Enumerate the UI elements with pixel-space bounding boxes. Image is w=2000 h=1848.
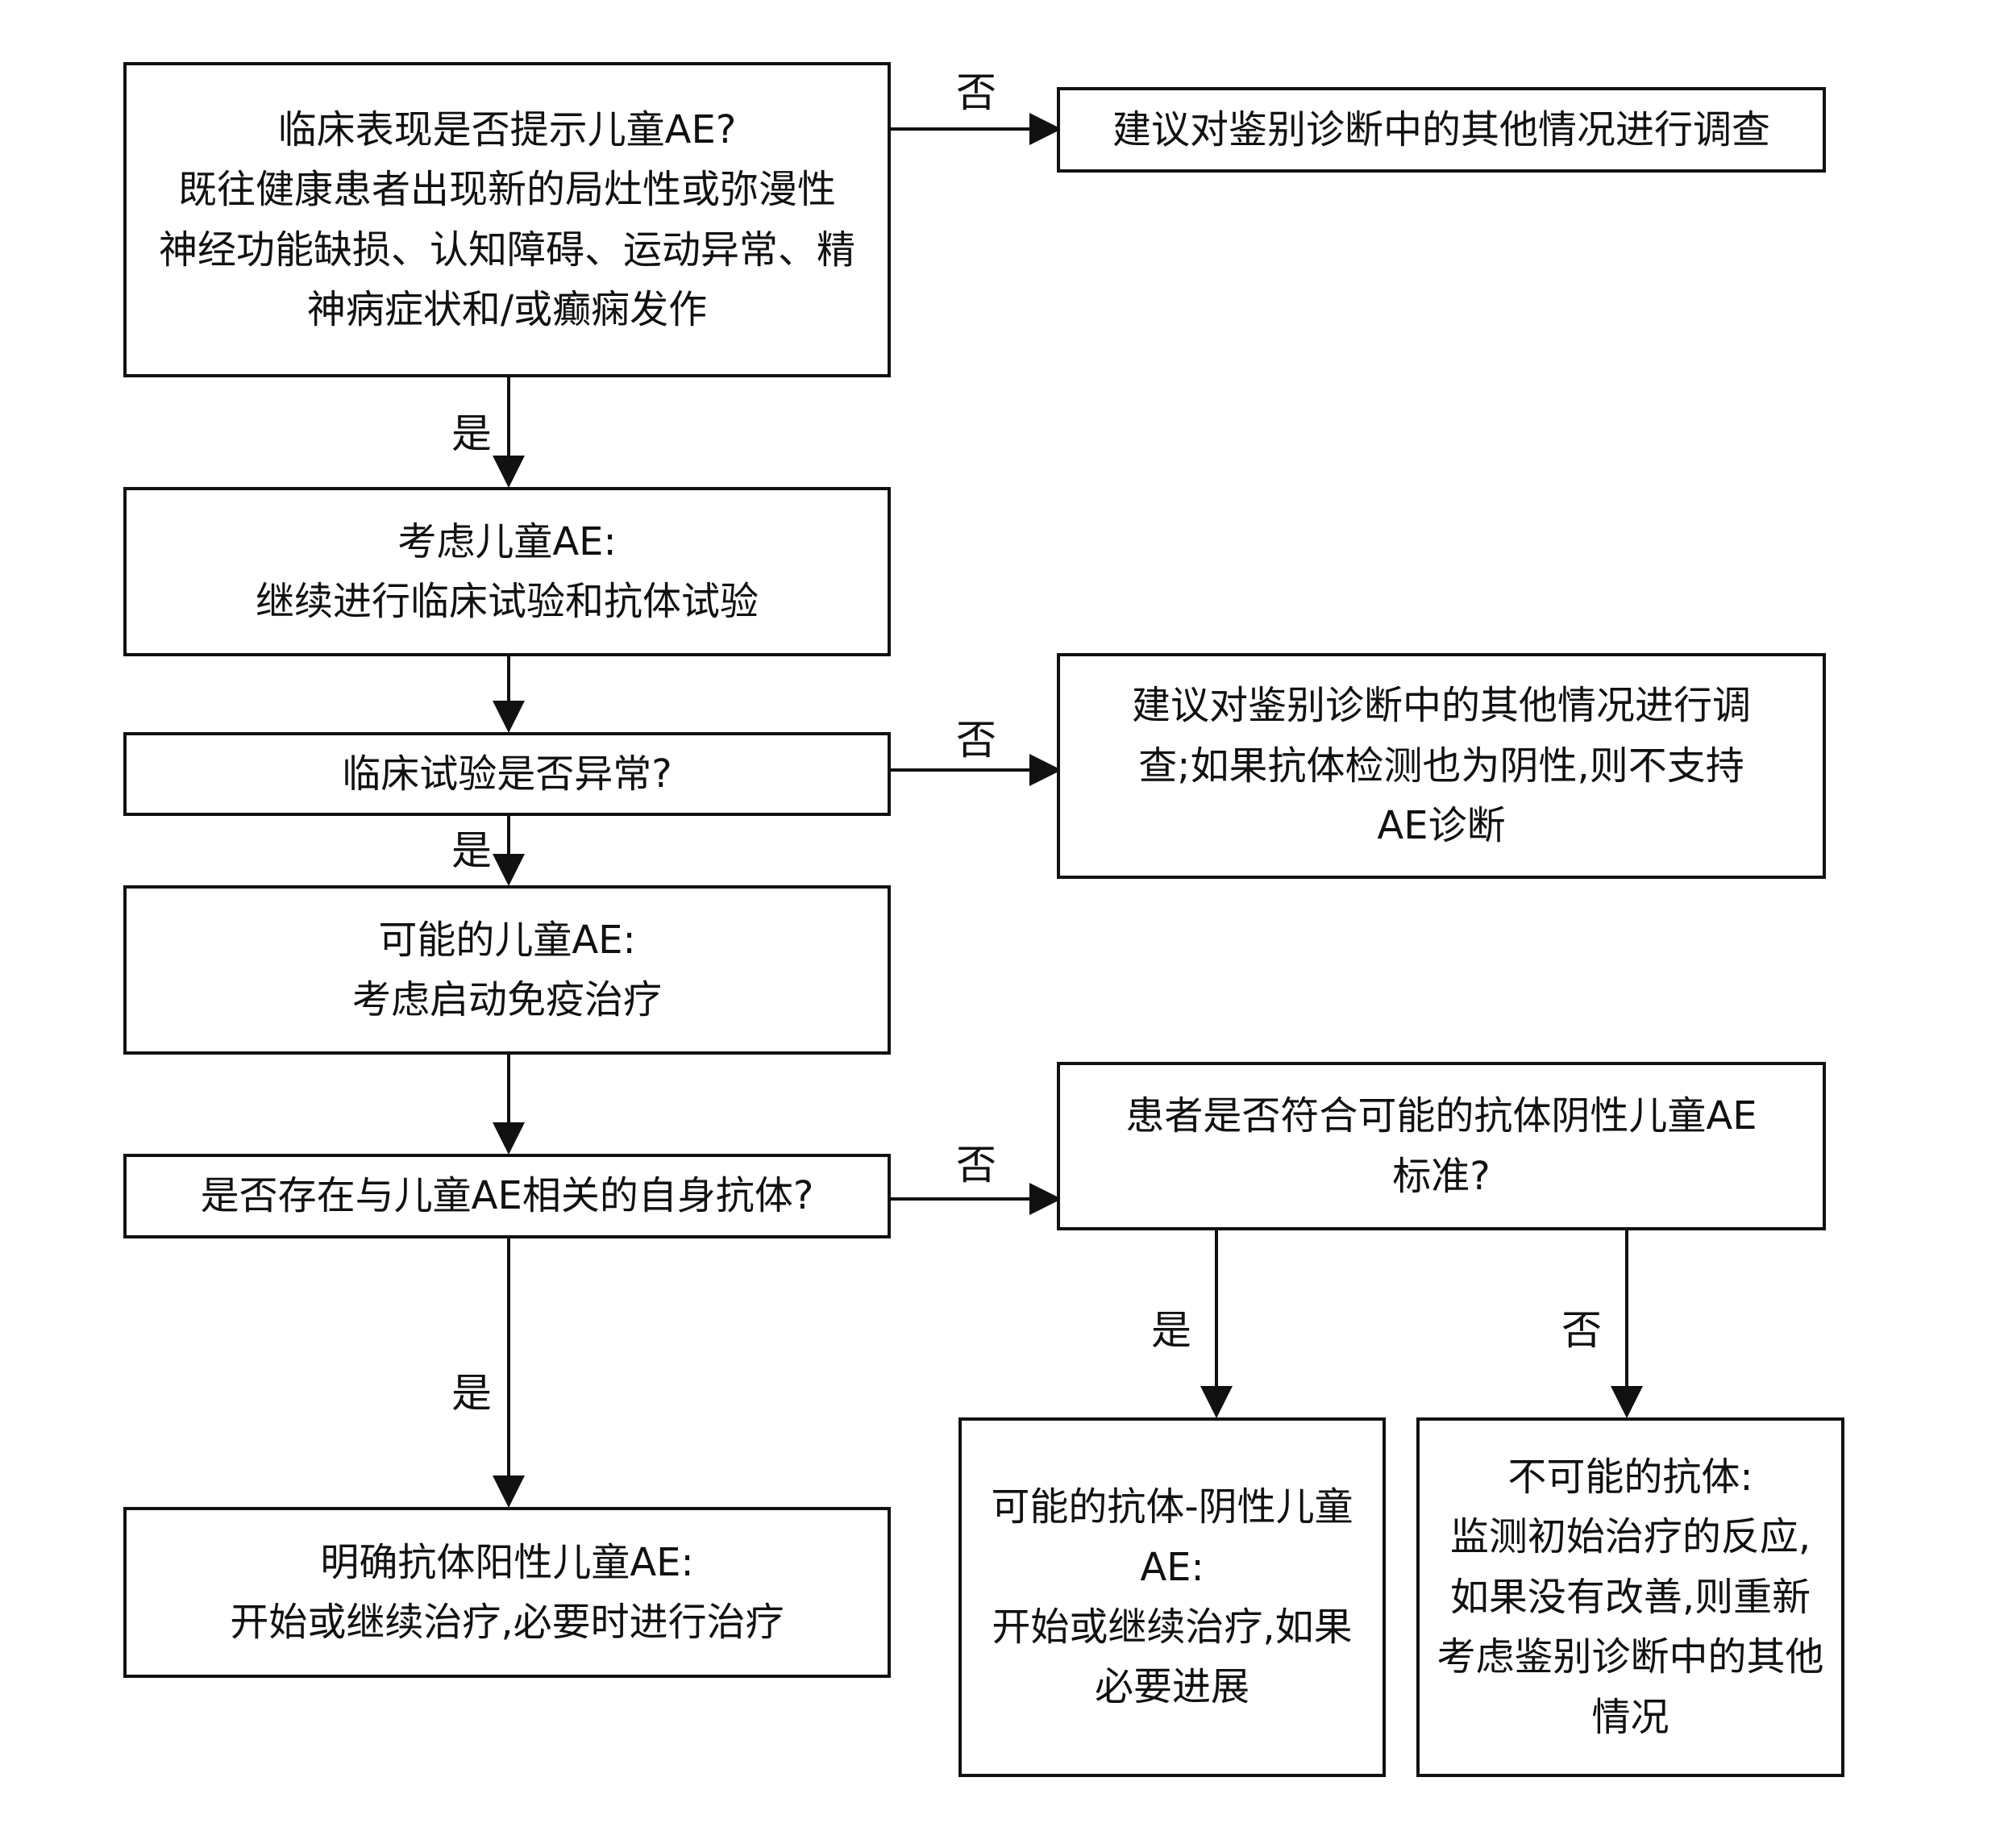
consider-pediatric-ae-box: 考虑儿童AE: 继续进行临床试验和抗体试验 bbox=[123, 487, 891, 656]
q3-autoantibody-box: 是否存在与儿童AE相关的自身抗体? bbox=[123, 1154, 891, 1238]
unlikely-text: 不可能的抗体: 监测初始治疗的反应, 如果没有改善,则重新 考虑鉴别诊断中的其他… bbox=[1437, 1455, 1824, 1740]
q4-text: 患者是否符合可能的抗体阴性儿童AE 标准? bbox=[1125, 1093, 1757, 1199]
q1-clinical-presentation-box: 临床表现是否提示儿童AE? 既往健康患者出现新的局灶性或弥漫性 神经功能缺损、认… bbox=[123, 62, 891, 377]
label-yes-q3: 是 bbox=[451, 1370, 492, 1417]
definite-text: 明确抗体阳性儿童AE: 开始或继续治疗,必要时进行治疗 bbox=[230, 1539, 784, 1645]
definite-antibody-positive-box: 明确抗体阳性儿童AE: 开始或继续治疗,必要时进行治疗 bbox=[123, 1507, 891, 1678]
q2-text: 临床试验是否异常? bbox=[342, 751, 672, 797]
q4-antibody-negative-criteria-box: 患者是否符合可能的抗体阴性儿童AE 标准? bbox=[1057, 1062, 1826, 1230]
q3-text: 是否存在与儿童AE相关的自身抗体? bbox=[200, 1173, 814, 1219]
possible-pediatric-ae-box: 可能的儿童AE: 考虑启动免疫治疗 bbox=[123, 885, 891, 1055]
r1-investigate-other-box: 建议对鉴别诊断中的其他情况进行调查 bbox=[1057, 87, 1826, 173]
r2-text: 建议对鉴别诊断中的其他情况进行调 查;如果抗体检测也为阴性,则不支持 AE诊断 bbox=[1131, 683, 1751, 849]
label-no-q2: 否 bbox=[956, 717, 996, 764]
r2-investigate-antibody-box: 建议对鉴别诊断中的其他情况进行调 查;如果抗体检测也为阴性,则不支持 AE诊断 bbox=[1057, 653, 1826, 879]
possible-antibody-negative-box: 可能的抗体-阴性儿童 AE: 开始或继续治疗,如果 必要进展 bbox=[958, 1417, 1386, 1777]
label-yes-q2: 是 bbox=[451, 827, 492, 874]
r1-text: 建议对鉴别诊断中的其他情况进行调查 bbox=[1112, 106, 1770, 152]
label-no-q3: 否 bbox=[956, 1142, 996, 1188]
unlikely-antibody-box: 不可能的抗体: 监测初始治疗的反应, 如果没有改善,则重新 考虑鉴别诊断中的其他… bbox=[1416, 1417, 1844, 1777]
abneg-text: 可能的抗体-阴性儿童 AE: 开始或继续治疗,如果 必要进展 bbox=[991, 1484, 1353, 1710]
label-yes-q1: 是 bbox=[451, 410, 492, 457]
label-no-q4: 否 bbox=[1561, 1307, 1602, 1354]
q2-clinical-test-box: 临床试验是否异常? bbox=[123, 732, 891, 816]
possible-text: 可能的儿童AE: 考虑启动免疫治疗 bbox=[351, 917, 662, 1022]
label-no-q1: 否 bbox=[956, 69, 996, 116]
q1-text: 临床表现是否提示儿童AE? 既往健康患者出现新的局灶性或弥漫性 神经功能缺损、认… bbox=[158, 106, 855, 332]
consider-text: 考虑儿童AE: 继续进行临床试验和抗体试验 bbox=[255, 518, 759, 624]
label-yes-q4: 是 bbox=[1151, 1307, 1191, 1354]
